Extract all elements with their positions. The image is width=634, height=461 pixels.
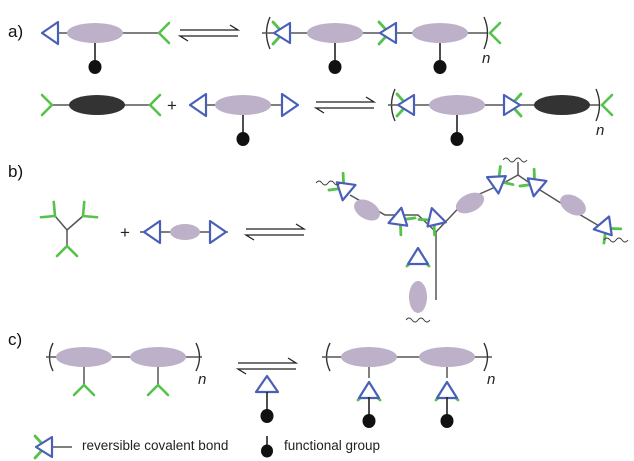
legend-bond-icon <box>33 434 72 460</box>
a-row1-monomer <box>40 20 171 75</box>
b-network <box>315 157 629 323</box>
a-row2-linker <box>40 93 162 117</box>
legend-functional-label: functional group <box>284 438 381 453</box>
c-fork-polymer <box>46 342 202 397</box>
a-row2-plus: + <box>167 96 177 115</box>
c-right-repeat-n: n <box>487 371 495 388</box>
a-row1-equilibrium-arrows <box>179 24 239 42</box>
panel-label-c: c) <box>8 330 23 349</box>
legend-bond-label: reversible covalent bond <box>82 438 229 453</box>
c-equilibrium-arrows <box>237 357 297 375</box>
a-row1-repeat-n: n <box>482 50 490 67</box>
b-tripodal-linker <box>39 200 99 258</box>
c-left-repeat-n: n <box>198 371 206 388</box>
a-row1-polymer <box>262 16 502 75</box>
a-row2-monomer <box>188 92 300 147</box>
panel-label-a: a) <box>8 22 24 41</box>
a-row2-equilibrium-arrows <box>315 96 375 114</box>
panel-label-b: b) <box>8 162 24 181</box>
c-functionalized-polymer <box>322 342 492 429</box>
b-ditopic-monomer <box>140 219 228 245</box>
b-plus: + <box>120 223 130 242</box>
a-row2-copolymer <box>388 88 614 147</box>
c-functional-reagent <box>254 374 280 424</box>
b-equilibrium-arrows <box>245 223 305 241</box>
a-row2-repeat-n: n <box>596 122 604 139</box>
legend-functional-icon <box>261 436 273 458</box>
